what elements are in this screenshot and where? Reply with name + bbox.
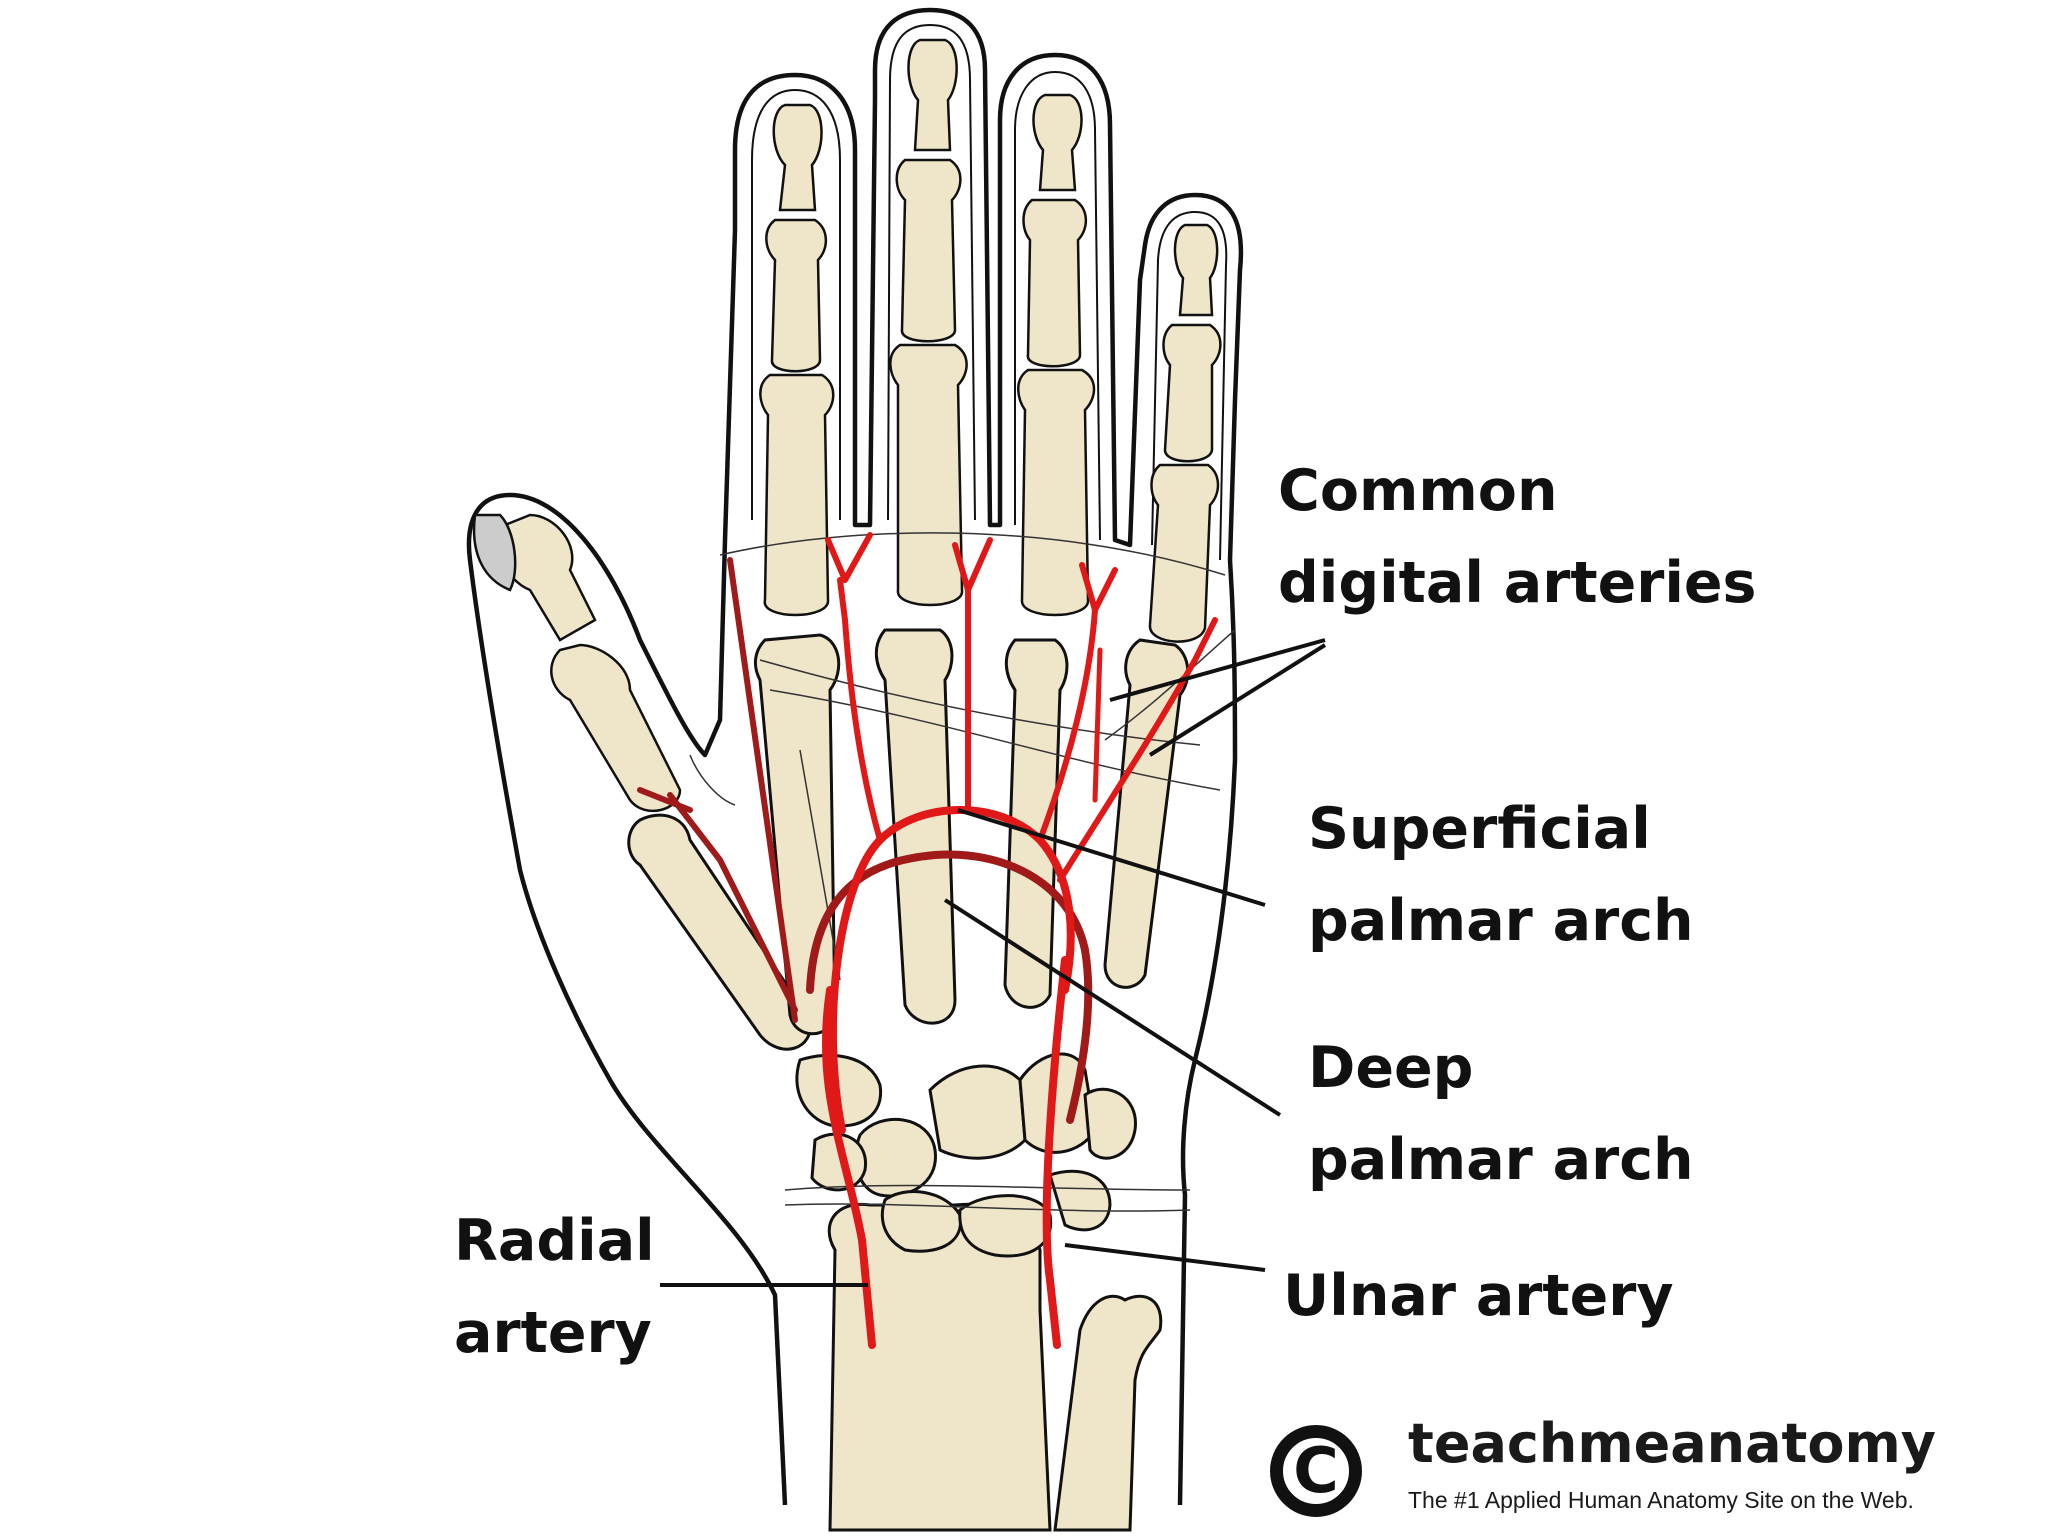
metacarpal-bones bbox=[627, 628, 1190, 1051]
metacarpal-little bbox=[1103, 638, 1190, 989]
finger-inner-outlines bbox=[751, 23, 1228, 561]
label-common-digital-line2: digital arteries bbox=[1278, 550, 1757, 616]
hand-outline bbox=[466, 7, 1244, 1506]
label-ulnar-line: Ulnar artery bbox=[1283, 1263, 1674, 1329]
label-deep-line1: Deep bbox=[1308, 1035, 1474, 1101]
common-digital-artery-2 bbox=[952, 537, 993, 815]
deep-palmar-arch bbox=[806, 850, 1093, 1124]
label-deep-palmar-arch: Deep palmar arch bbox=[1308, 1022, 1694, 1206]
leader-lines bbox=[660, 638, 1327, 1287]
leader-common-digital-b bbox=[1148, 643, 1327, 757]
metacarpal-ring bbox=[1003, 638, 1069, 1009]
label-ulnar-artery: Ulnar artery bbox=[1283, 1250, 1674, 1342]
metacarpal-thumb bbox=[627, 813, 812, 1051]
radial-artery bbox=[821, 986, 876, 1349]
common-digital-artery-1 bbox=[825, 532, 883, 843]
forearm-bones bbox=[827, 1202, 1163, 1532]
crease-lines bbox=[689, 532, 1236, 1212]
brand-name: teachmeanatomy bbox=[1408, 1412, 1936, 1475]
ulnar-artery bbox=[1042, 956, 1069, 1349]
leader-common-digital-a bbox=[1109, 638, 1326, 702]
label-radial-line2: artery bbox=[454, 1300, 652, 1366]
copyright-symbol: C bbox=[1293, 1434, 1339, 1507]
leader-ulnar bbox=[1064, 1243, 1266, 1272]
label-radial-artery: Radial artery bbox=[454, 1195, 655, 1379]
superficial-palmar-arch bbox=[828, 806, 1075, 1134]
metacarpal-middle bbox=[874, 628, 957, 1025]
radial-deep-branch bbox=[637, 557, 798, 1023]
label-common-digital-line1: Common bbox=[1278, 458, 1558, 524]
leader-superficial bbox=[957, 808, 1266, 907]
common-digital-artery-3b bbox=[1092, 647, 1103, 803]
label-deep-line2: palmar arch bbox=[1308, 1127, 1694, 1193]
ulna-bone bbox=[1053, 1294, 1163, 1532]
common-digital-artery-3 bbox=[1037, 562, 1118, 843]
label-common-digital-arteries: Common digital arteries bbox=[1278, 445, 1757, 629]
label-superficial-line2: palmar arch bbox=[1308, 888, 1694, 954]
phalanges bbox=[472, 38, 1222, 813]
label-superficial-palmar-arch: Superficial palmar arch bbox=[1308, 783, 1694, 967]
label-superficial-line1: Superficial bbox=[1308, 796, 1651, 862]
brand-tagline: The #1 Applied Human Anatomy Site on the… bbox=[1408, 1487, 1914, 1513]
copyright-icon: C bbox=[1270, 1425, 1362, 1517]
leader-deep bbox=[943, 898, 1282, 1117]
label-radial-line1: Radial bbox=[454, 1208, 655, 1274]
